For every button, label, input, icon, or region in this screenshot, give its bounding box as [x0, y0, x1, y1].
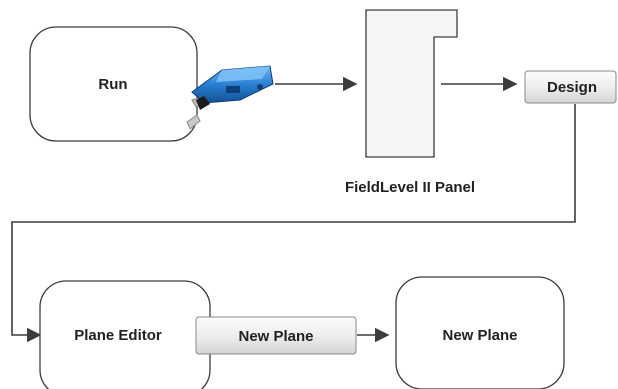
run-label: Run [98, 76, 127, 93]
plane-editor-label: Plane Editor [74, 327, 162, 344]
new-plane-label: New Plane [442, 327, 517, 344]
design-button[interactable]: Design [524, 70, 617, 104]
new-plane-node[interactable]: New Plane [395, 276, 565, 389]
connector-design-to-plane-editor [11, 104, 576, 343]
new-plane-button[interactable]: New Plane [195, 316, 357, 355]
design-button-label: Design [547, 79, 597, 96]
plane-editor-node[interactable]: Plane Editor [39, 280, 211, 389]
panel-caption: FieldLevel II Panel [345, 179, 475, 196]
tractor-scraper-icon [186, 65, 274, 130]
new-plane-button-label: New Plane [238, 328, 313, 345]
run-node[interactable]: Run [29, 26, 198, 142]
fieldlevel-panel-device [365, 9, 458, 158]
